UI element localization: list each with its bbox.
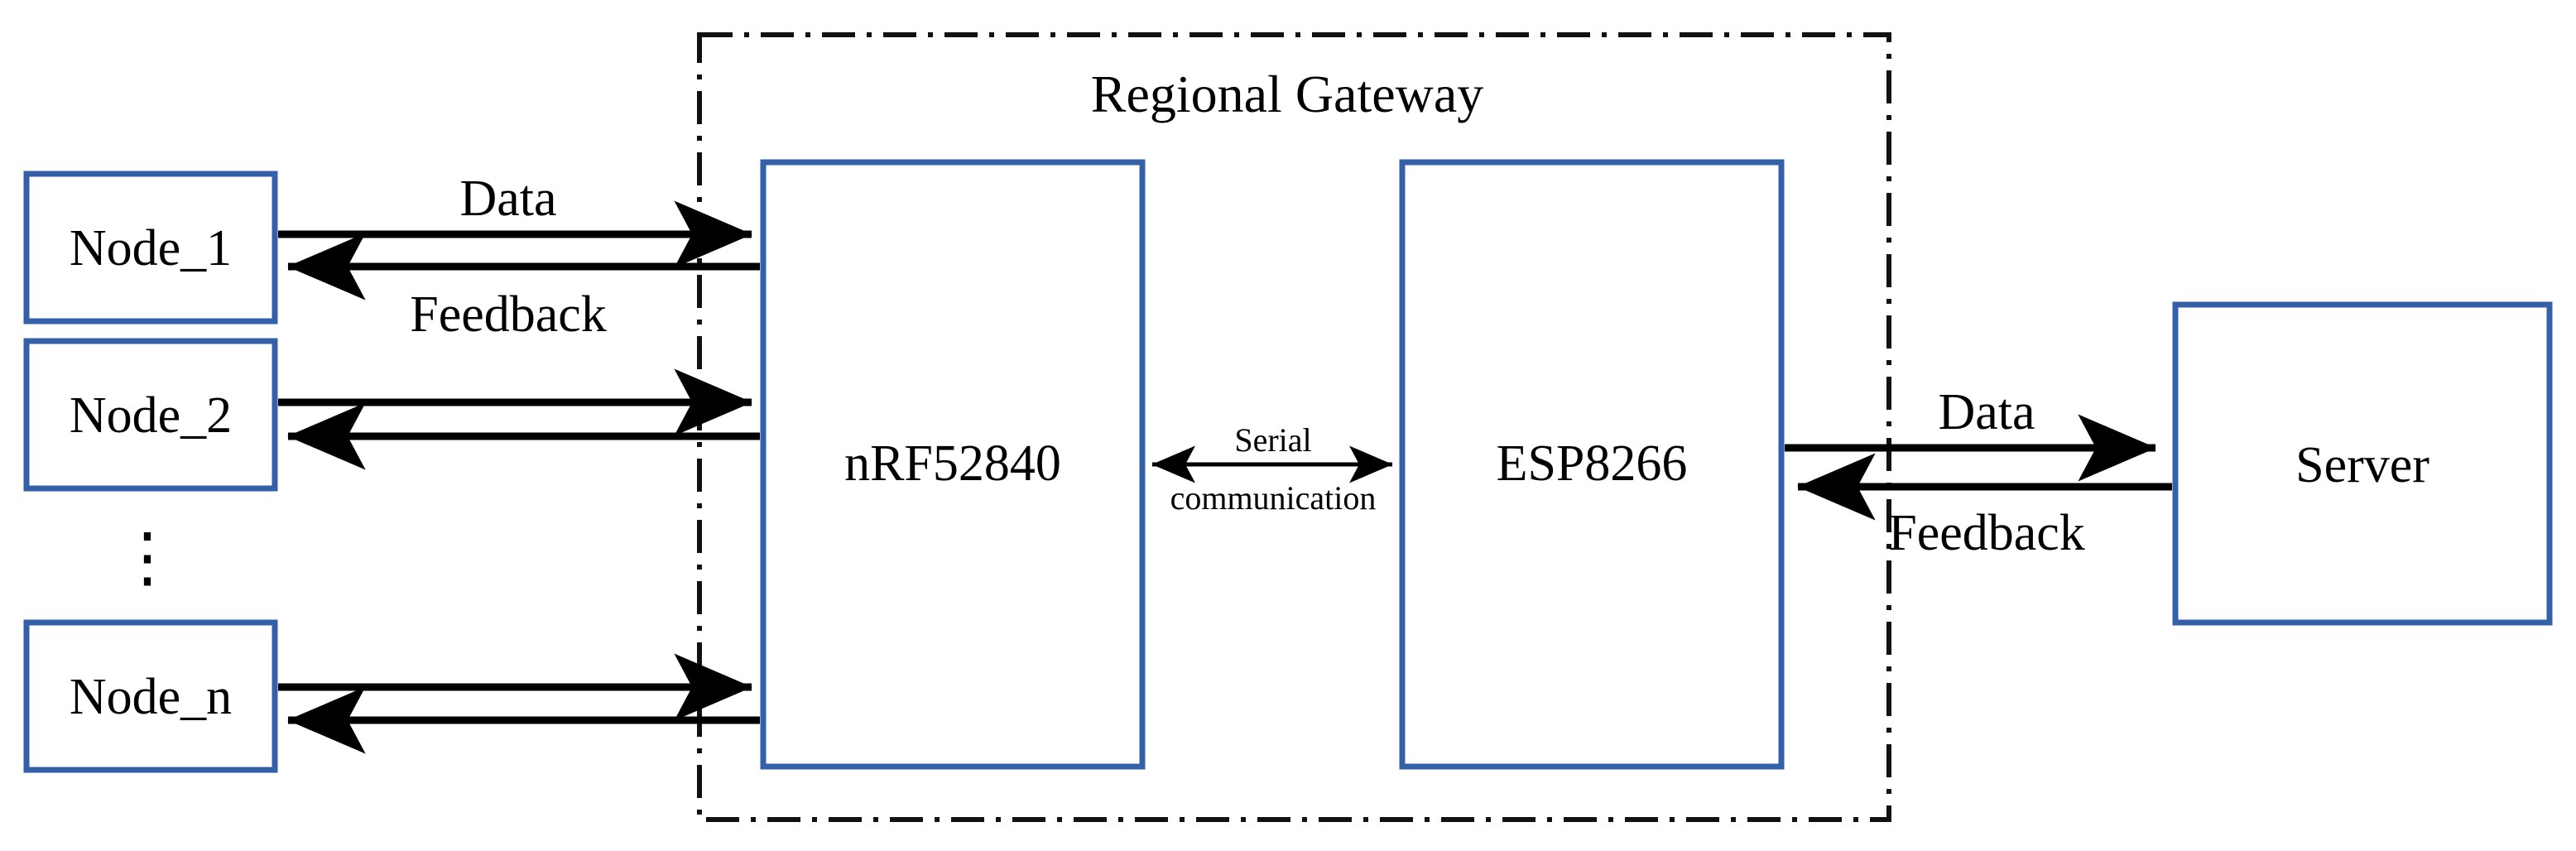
node-box-node-n[interactable] — [23, 619, 278, 773]
node-box-node-1[interactable] — [23, 171, 278, 325]
server-box[interactable] — [2172, 301, 2553, 626]
flow-label-serial-line1: Serial — [1234, 421, 1311, 459]
server-label: Server — [2295, 437, 2429, 493]
node-label-node-n: Node_n — [70, 669, 232, 725]
flow-label-node-data-1: Data — [459, 171, 556, 227]
node-label-node-1: Node_1 — [70, 220, 232, 276]
module-label-nrf52840: nRF52840 — [844, 435, 1061, 492]
flow-label-node-feedback-1: Feedback — [410, 286, 607, 343]
module-box-nrf52840[interactable] — [760, 159, 1146, 770]
regional-gateway-label: Regional Gateway — [1091, 65, 1484, 123]
node-ellipsis: ⋮ — [114, 522, 180, 594]
flow-label-server-feedback: Feedback — [1888, 505, 2085, 561]
node-box-node-2[interactable] — [23, 338, 278, 492]
module-box-esp8266[interactable] — [1399, 159, 1785, 770]
flow-label-server-data: Data — [1938, 384, 2035, 440]
module-label-esp8266: ESP8266 — [1497, 435, 1688, 492]
node-label-node-2: Node_2 — [70, 387, 232, 444]
flow-label-serial-line2: communication — [1170, 479, 1377, 517]
